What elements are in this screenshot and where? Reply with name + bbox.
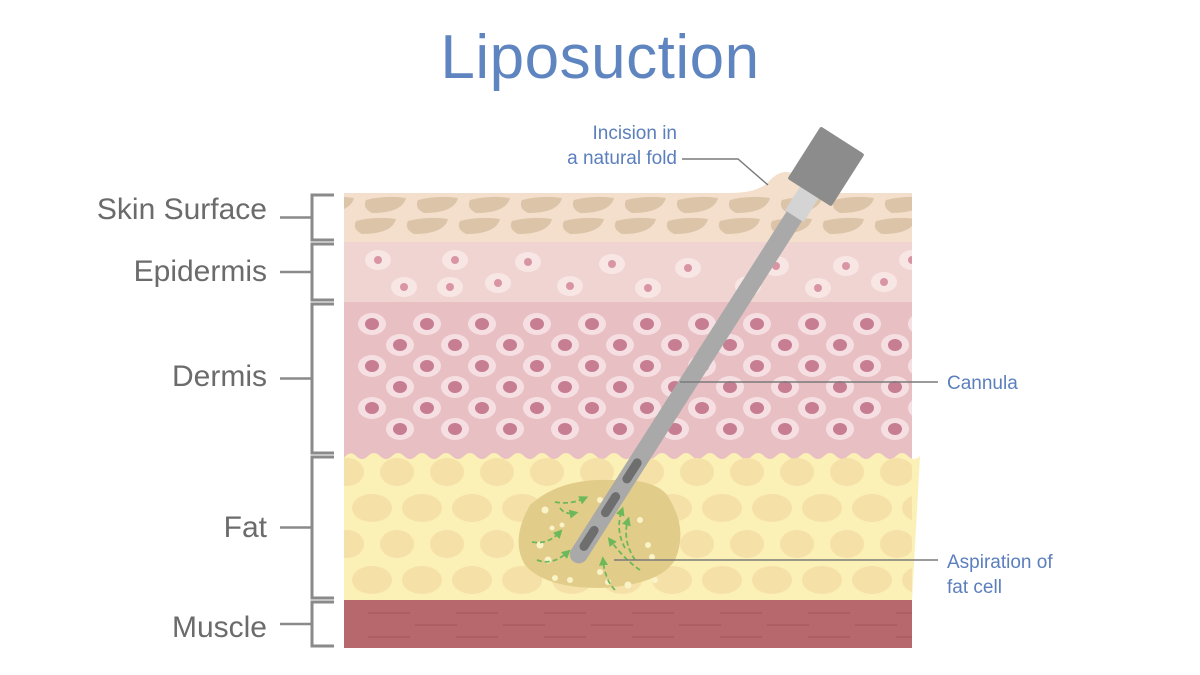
layer-epidermis — [344, 242, 912, 302]
callout-incision-line2: a natural fold — [567, 148, 677, 169]
flow-arrows — [531, 496, 641, 591]
label-skin-surface: Skin Surface — [96, 193, 267, 226]
layer-skin-surface — [344, 171, 912, 243]
callout-incision-line1: Incision in — [592, 123, 678, 144]
callout-cannula: Cannula — [947, 373, 1018, 394]
label-epidermis: Epidermis — [133, 255, 267, 288]
diagram-title: Liposuction — [440, 23, 760, 92]
label-dermis: Dermis — [172, 360, 267, 393]
layer-dermis — [344, 302, 912, 462]
callout-aspiration: Aspiration of fat cell — [947, 550, 1053, 600]
callout-incision: Incision in a natural fold — [555, 121, 677, 171]
label-fat: Fat — [223, 511, 267, 544]
label-muscle: Muscle — [171, 611, 267, 644]
layer-muscle — [344, 600, 912, 648]
leader-lines — [614, 158, 938, 561]
layer-fat — [344, 453, 920, 600]
callout-aspiration-line2: fat cell — [947, 577, 1002, 598]
callout-aspiration-line1: Aspiration of — [947, 552, 1053, 573]
cannula — [569, 127, 864, 564]
layer-brackets — [280, 193, 334, 648]
